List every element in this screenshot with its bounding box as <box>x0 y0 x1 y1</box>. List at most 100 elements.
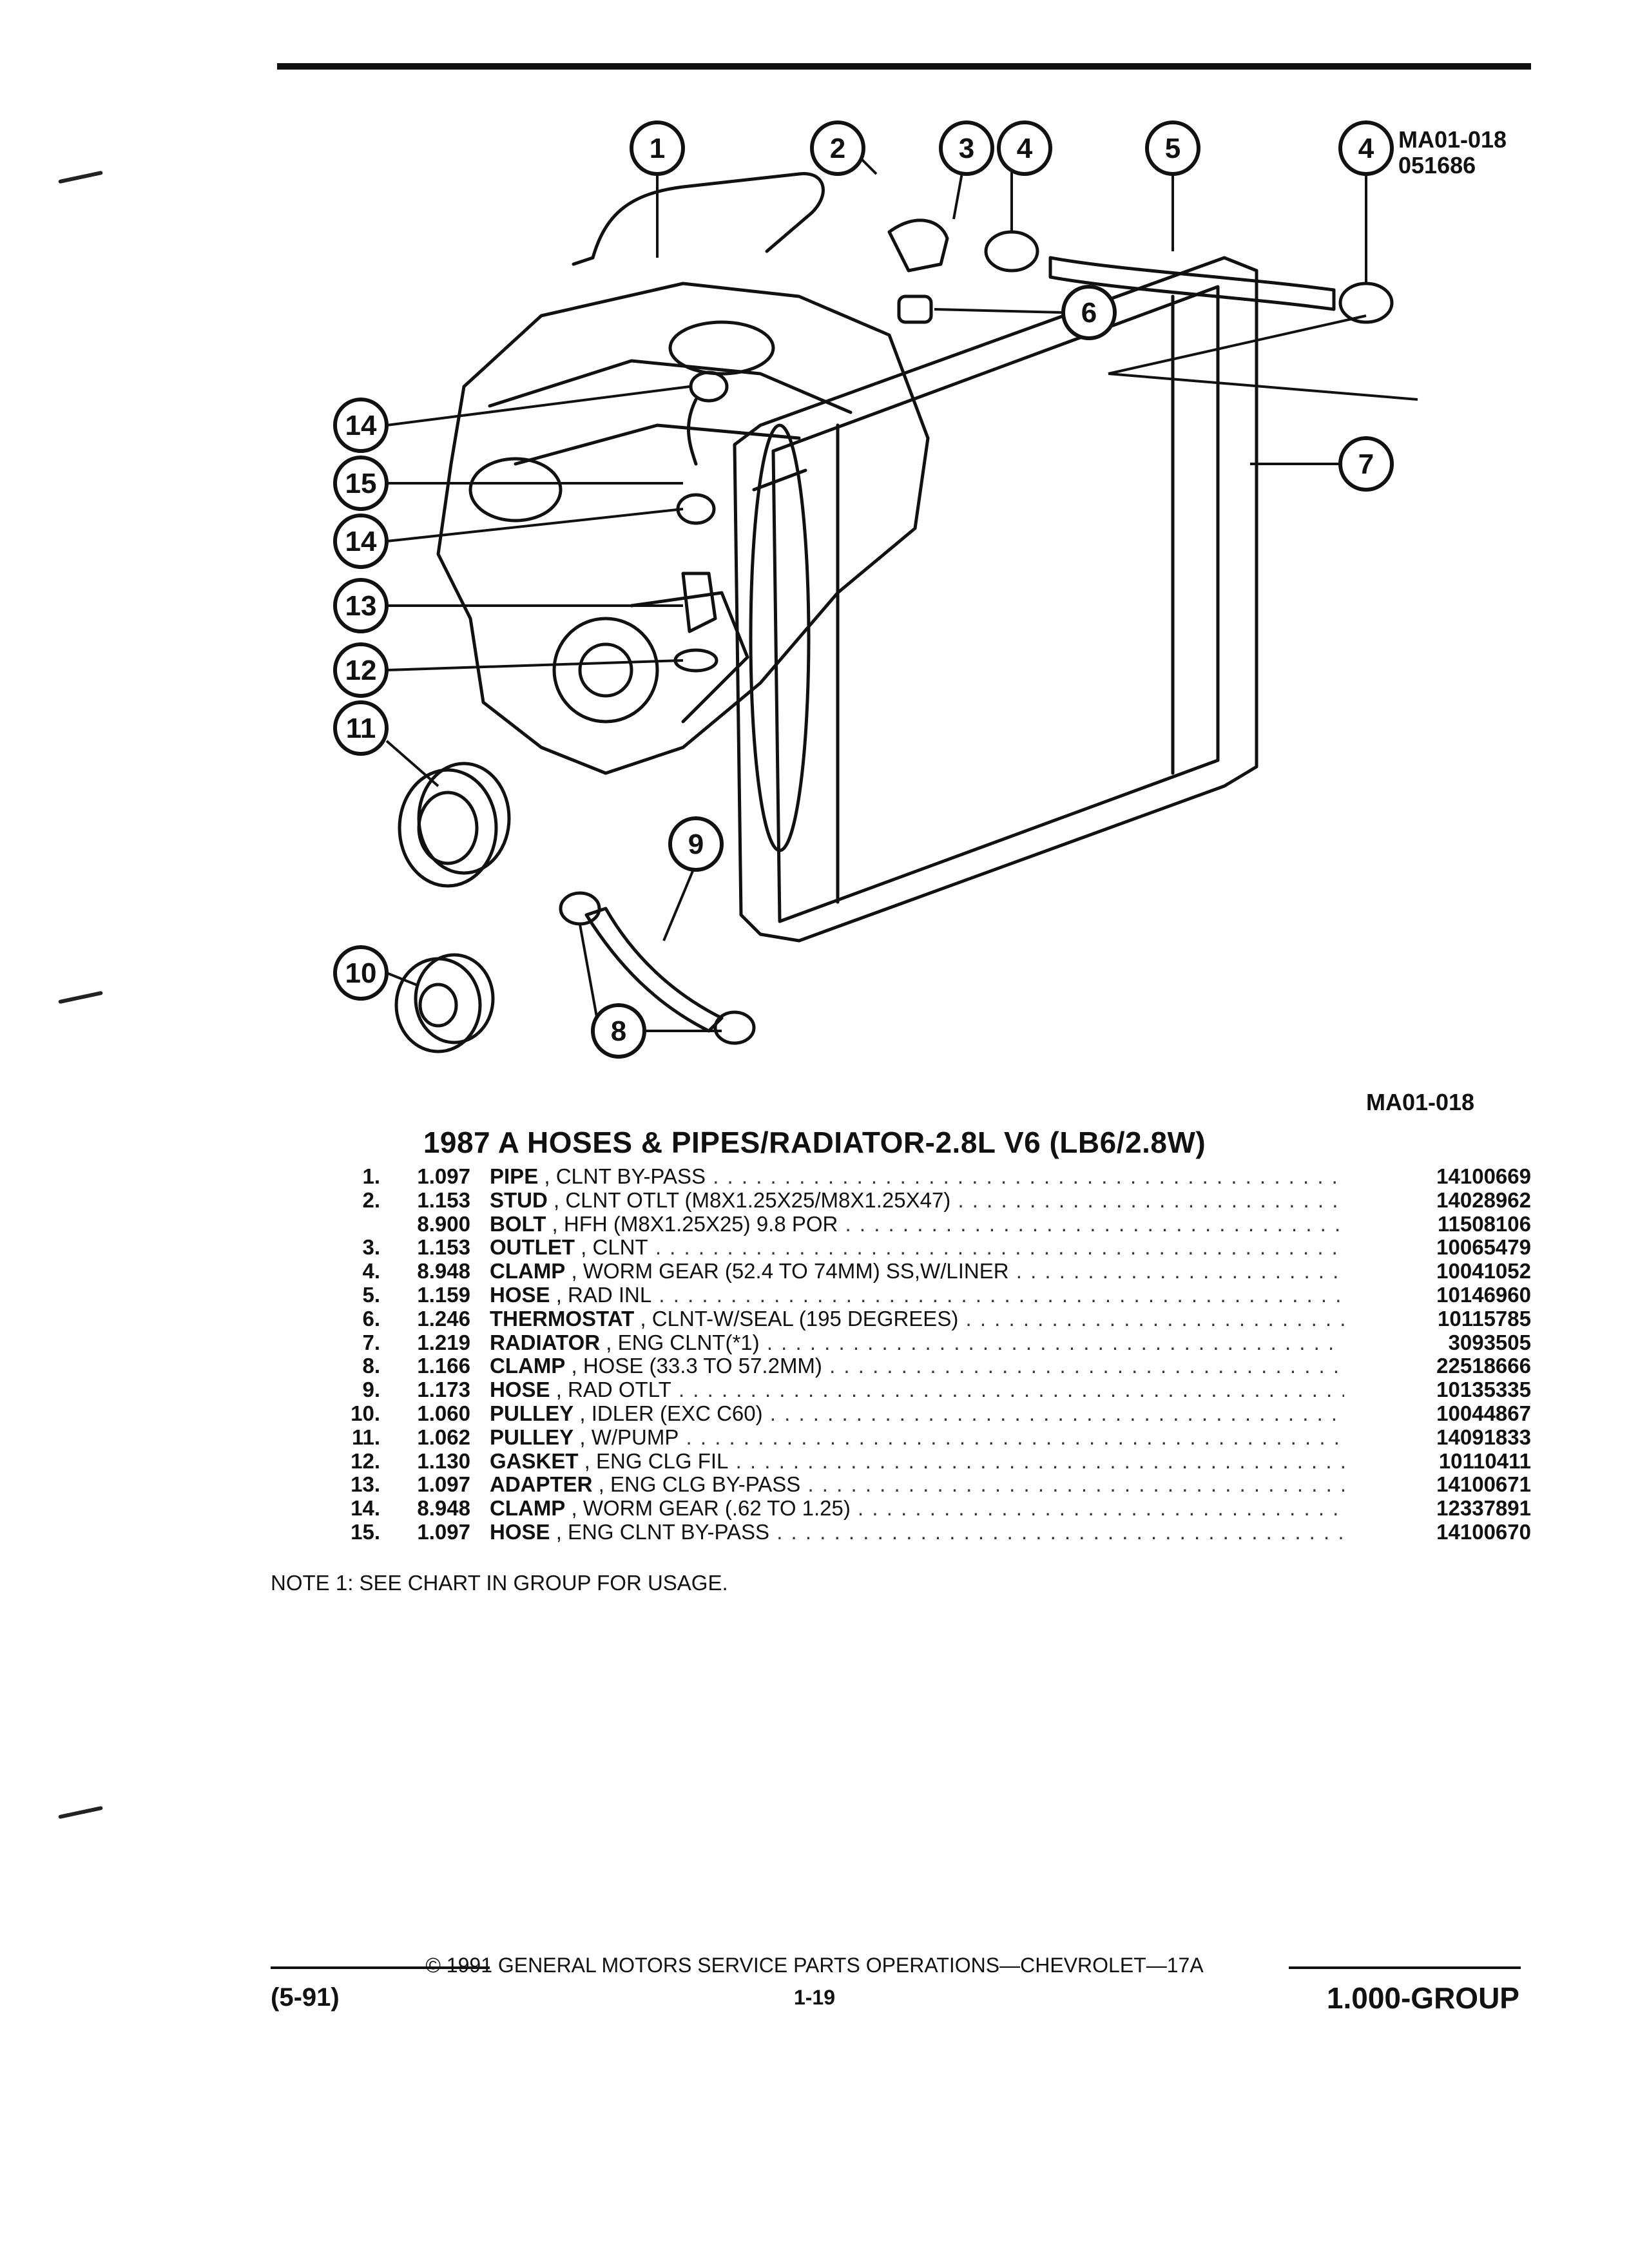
binder-hole-mark <box>58 990 103 1004</box>
callout-14: 14 <box>345 410 377 441</box>
item-detail: , WORM GEAR (.62 TO 1.25) <box>565 1497 851 1521</box>
item-number: 4. <box>362 1260 380 1283</box>
item-number: 3. <box>362 1236 380 1260</box>
item-quantity: 1.153 <box>417 1188 470 1212</box>
part-number: 14100670 <box>1436 1520 1531 1544</box>
item-detail: , WORM GEAR (52.4 TO 74MM) SS,W/LINER <box>565 1260 1009 1283</box>
item-name: HOSE <box>490 1378 550 1402</box>
revision-date: (5-91) <box>271 1983 340 2012</box>
item-number: 14. <box>351 1497 380 1521</box>
parts-list: 1. 1.097 PIPE , CLNT BY-PASS . . . . . . .… <box>335 1165 1531 1544</box>
idler-pulley <box>394 953 495 1053</box>
item-description: PULLEY , W/PUMP . . . . . . . . . . . . … <box>490 1426 1344 1450</box>
item-description: GASKET , ENG CLG FIL . . . . . . . . . .… <box>490 1450 1344 1474</box>
item-quantity: 1.097 <box>417 1165 470 1188</box>
parts-row: 1. 1.097 PIPE , CLNT BY-PASS . . . . . . .… <box>335 1165 1531 1189</box>
callout-11: 11 <box>346 713 376 744</box>
item-detail: , CLNT <box>574 1236 648 1260</box>
callout-6: 6 <box>1081 297 1097 329</box>
item-detail: , HFH (M8X1.25X25) 9.8 POR <box>546 1212 838 1236</box>
item-detail: , W/PUMP <box>574 1425 679 1449</box>
callout-5: 5 <box>1165 133 1181 164</box>
item-quantity: 1.219 <box>417 1331 470 1354</box>
item-quantity: 1.060 <box>417 1401 470 1425</box>
leader-dots: . . . . . . . . . . . . . . . . . . . . … <box>1016 1260 1344 1283</box>
part-number: 14100671 <box>1436 1473 1531 1497</box>
item-name: THERMOSTAT <box>490 1307 635 1331</box>
item-name: ADAPTER <box>490 1473 593 1497</box>
page-number: 1-19 <box>793 1986 836 2009</box>
item-quantity: 1.166 <box>417 1354 470 1378</box>
item-detail: , ENG CLNT(*1) <box>600 1331 760 1354</box>
part-number: 3093505 <box>1448 1331 1531 1354</box>
leader-dots: . . . . . . . . . . . . . . . . . . . . … <box>769 1401 1344 1425</box>
part-number: 10044867 <box>1436 1401 1531 1425</box>
item-number: 2. <box>362 1188 380 1212</box>
leader-dots: . . . . . . . . . . . . . . . . . . . . … <box>678 1378 1344 1402</box>
radiator <box>733 256 1258 943</box>
item-description: PIPE , CLNT BY-PASS . . . . . . . . . . … <box>490 1165 1344 1189</box>
item-quantity: 1.097 <box>417 1520 470 1544</box>
callout-13: 13 <box>345 590 377 622</box>
item-quantity: 1.159 <box>417 1283 470 1307</box>
item-description: BOLT , HFH (M8X1.25X25) 9.8 POR . . . . … <box>490 1213 1344 1236</box>
part-number: 14091833 <box>1436 1425 1531 1449</box>
item-detail: , CLNT BY-PASS <box>538 1165 706 1188</box>
bypass-pipe <box>591 172 825 260</box>
leader-dots: . . . . . . . . . . . . . . . . . . . . … <box>713 1165 1344 1188</box>
item-description: STUD , CLNT OTLT (M8X1.25X25/M8X1.25X47)… <box>490 1189 1344 1213</box>
callout-4: 4 <box>1358 133 1374 164</box>
item-number: 6. <box>362 1307 380 1331</box>
part-number: 11508106 <box>1437 1212 1531 1236</box>
item-number: 5. <box>362 1283 380 1307</box>
item-quantity: 8.948 <box>417 1260 470 1283</box>
part-number: 14100669 <box>1436 1165 1531 1188</box>
item-quantity: 8.948 <box>417 1497 470 1521</box>
parts-row: 10. 1.060 PULLEY , IDLER (EXC C60) . . . .… <box>335 1402 1531 1426</box>
usage-note: NOTE 1: SEE CHART IN GROUP FOR USAGE. <box>271 1571 728 1595</box>
item-name: STUD <box>490 1188 548 1212</box>
callout-9: 9 <box>688 829 704 860</box>
footer-rule-left <box>271 1966 490 1969</box>
item-number: 10. <box>351 1401 380 1425</box>
item-detail: , HOSE (33.3 TO 57.2MM) <box>565 1354 822 1378</box>
item-description: PULLEY , IDLER (EXC C60) . . . . . . . .… <box>490 1402 1344 1426</box>
figure-code: MA01-018 <box>1398 126 1507 153</box>
footer-rule-right <box>1289 1966 1521 1969</box>
item-number: 11. <box>351 1425 380 1449</box>
item-detail: , RAD OTLT <box>550 1378 671 1402</box>
callout-15: 15 <box>345 468 377 499</box>
callout-4: 4 <box>1017 133 1033 164</box>
item-name: HOSE <box>490 1283 550 1307</box>
parts-row: 2. 1.153 STUD , CLNT OTLT (M8X1.25X25/M8X1… <box>335 1189 1531 1213</box>
leader-dots: . . . . . . . . . . . . . . . . . . . . … <box>686 1425 1344 1449</box>
item-description: RADIATOR , ENG CLNT(*1) . . . . . . . . … <box>490 1331 1344 1355</box>
item-number: 9. <box>362 1378 380 1402</box>
item-name: RADIATOR <box>490 1331 601 1354</box>
adapter <box>681 572 717 633</box>
item-name: CLAMP <box>490 1497 566 1521</box>
item-number: 1. <box>362 1165 380 1188</box>
leader-dots: . . . . . . . . . . . . . . . . . . . . … <box>766 1331 1344 1354</box>
group-number: 1.000-GROUP <box>1326 1981 1519 2015</box>
item-description: CLAMP , WORM GEAR (52.4 TO 74MM) SS,W/LI… <box>490 1260 1344 1283</box>
binder-hole-mark <box>58 1805 103 1820</box>
copyright: © 1991 GENERAL MOTORS SERVICE PARTS OPER… <box>425 1954 1204 1977</box>
leader-dots: . . . . . . . . . . . . . . . . . . . . … <box>776 1520 1344 1544</box>
item-quantity: 1.130 <box>417 1449 470 1473</box>
binder-hole-mark <box>58 170 103 184</box>
item-name: PULLEY <box>490 1425 574 1449</box>
top-rule <box>277 63 1531 70</box>
item-quantity: 1.097 <box>417 1473 470 1497</box>
item-name: PULLEY <box>490 1401 574 1425</box>
pump-pulley <box>398 762 511 888</box>
item-name: OUTLET <box>490 1236 575 1260</box>
item-detail: , ENG CLG BY-PASS <box>592 1473 801 1497</box>
